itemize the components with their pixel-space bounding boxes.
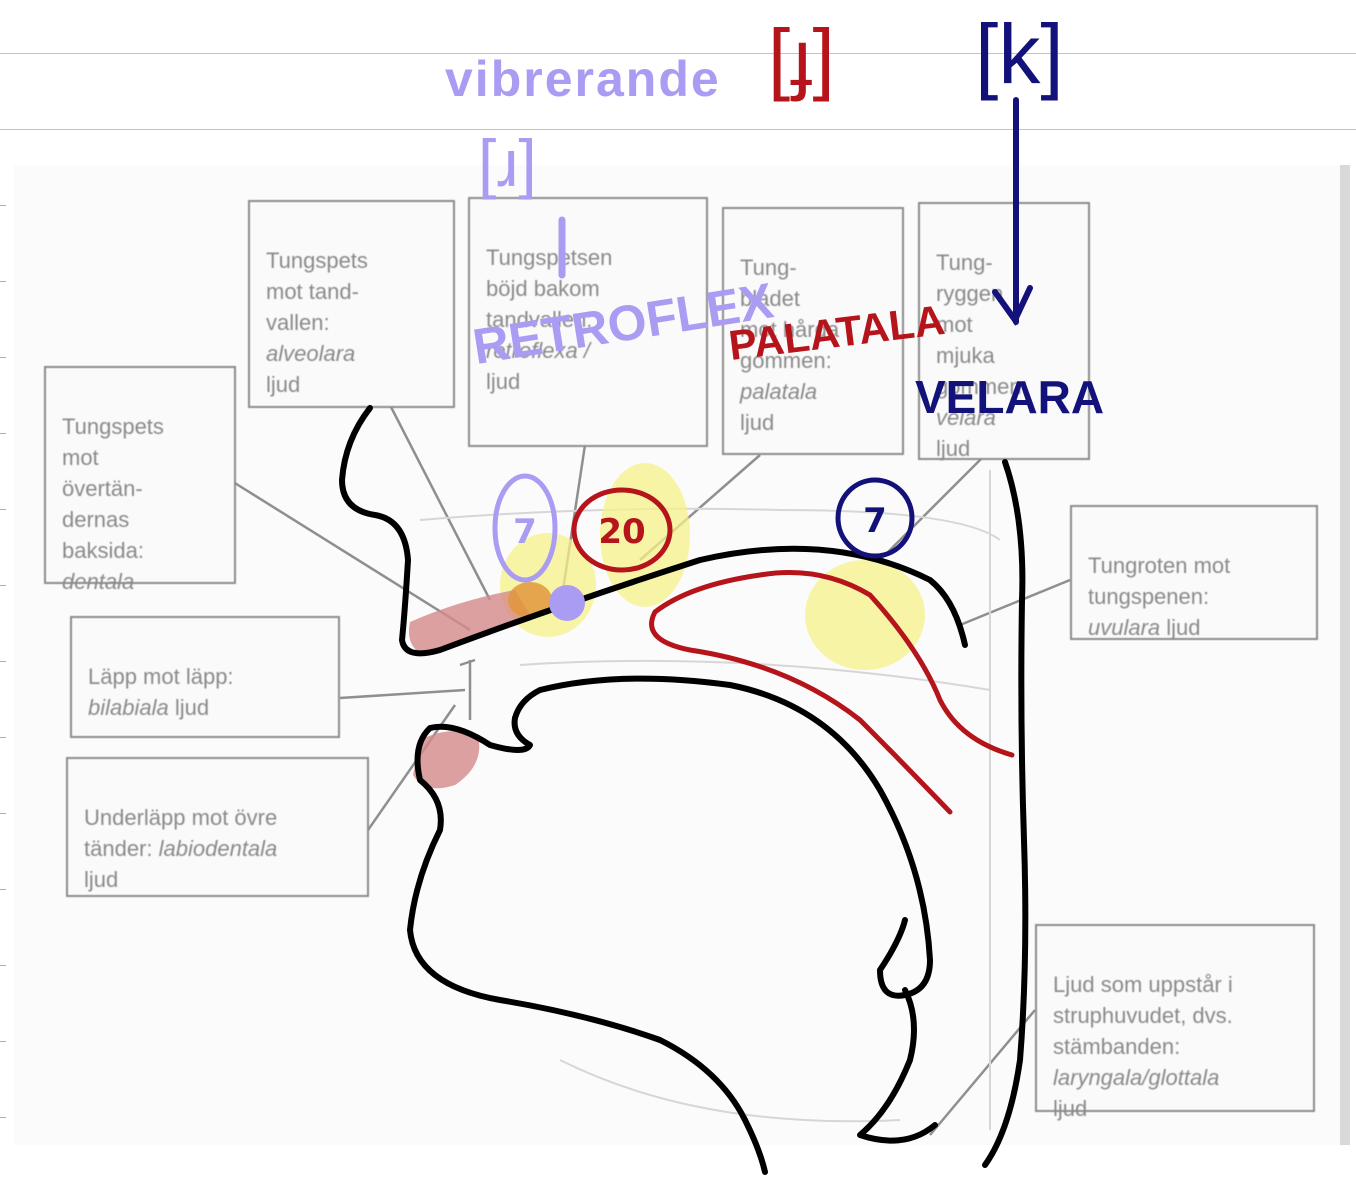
purple-dot — [549, 585, 585, 621]
yellow-highlights — [500, 463, 925, 670]
annotation-bracket-purple: [ɹ] — [478, 125, 537, 201]
count-purple: 7 — [513, 512, 537, 552]
arrows — [562, 100, 1030, 322]
count-red: 20 — [598, 512, 645, 552]
annotation-bracket-navy: [k] — [975, 6, 1064, 103]
annotation-vibrerande: vibrerande — [445, 50, 721, 108]
annotation-velara: VELARA — [915, 370, 1104, 424]
annotation-bracket-red: [ɟ] — [768, 12, 835, 104]
count-navy: 7 — [863, 501, 887, 541]
